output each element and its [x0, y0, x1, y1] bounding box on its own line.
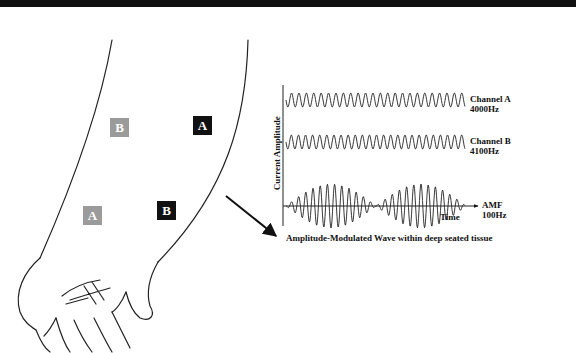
electrode-pad: B [157, 201, 176, 220]
electrode-pad: A [83, 206, 102, 225]
axis-label: Time [440, 212, 480, 222]
electrode-letter: A [198, 119, 207, 132]
amf-wave [286, 184, 465, 228]
channel-label: AMF 100Hz [482, 200, 522, 221]
axis-label: Current Amplitude [272, 108, 282, 198]
channel-label: Channel B 4100Hz [470, 136, 524, 157]
pointer-arrow [226, 196, 276, 236]
waveforms [286, 93, 465, 228]
channel-b-wave [286, 135, 465, 149]
channel-label: Channel A 4000Hz [470, 94, 524, 115]
top-bar [0, 0, 576, 7]
electrode-letter: A [88, 209, 97, 222]
electrode-pad: A [193, 116, 212, 135]
channel-a-wave [286, 93, 465, 107]
caption-label: Amplitude-Modulated Wave within deep sea… [286, 233, 486, 243]
chart-axes [283, 85, 478, 226]
electrode-letter: B [162, 204, 171, 217]
arm-outline [18, 40, 248, 352]
electrode-letter: B [115, 121, 124, 134]
electrode-pad: B [110, 118, 129, 137]
